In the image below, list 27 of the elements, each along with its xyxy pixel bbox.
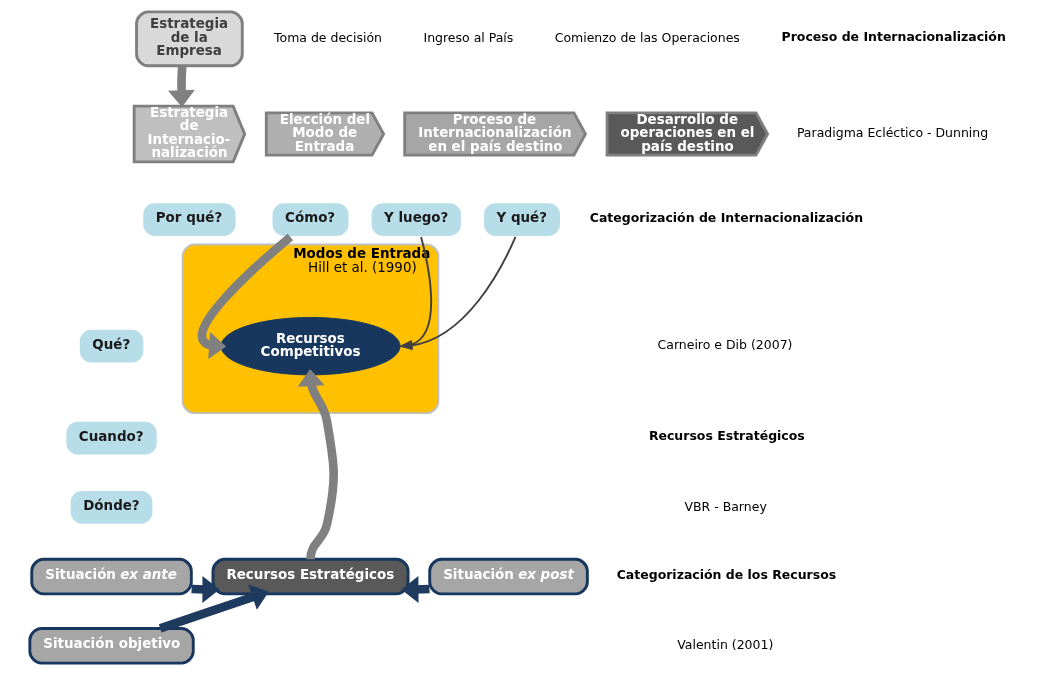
node-box: Situación objetivo	[28, 627, 195, 665]
node-box: Dónde?	[68, 489, 155, 526]
node-box: Recursos Estratégicos	[211, 557, 410, 596]
label: Comienzo de las Operaciones	[554, 30, 740, 46]
label: Carneiro e Dib (2007)	[657, 337, 793, 353]
label: VBR - Barney	[684, 498, 767, 514]
node-ellipse: Recursos Competitivos	[220, 316, 401, 376]
node-box: Situación ex post	[428, 557, 589, 596]
label: Proceso de Internacionalización	[781, 29, 1006, 45]
label: Categorización de los Recursos	[616, 566, 837, 582]
label: Categorización de Internacionalización	[589, 209, 864, 225]
node-box: Cómo?	[270, 201, 351, 238]
node-box: Por qué?	[141, 201, 238, 238]
label: Valentin (2001)	[677, 637, 774, 653]
node-box: Cuando?	[64, 419, 159, 457]
label: Ingreso al País	[423, 30, 514, 46]
label: Recursos Estratégicos	[648, 428, 805, 444]
arrow	[197, 233, 294, 359]
node-box: Y luego?	[369, 201, 463, 238]
arrow	[297, 368, 338, 560]
node-box: Qué?	[77, 327, 146, 365]
label: Toma de decisión	[274, 30, 382, 46]
node-box: Y qué?	[482, 201, 562, 238]
label: Paradigma Ecléctico - Dunning	[796, 125, 989, 141]
node-box: Situación ex ante	[30, 557, 193, 596]
arrow	[168, 65, 195, 108]
node-box: Estrategia de la Empresa	[135, 10, 244, 68]
